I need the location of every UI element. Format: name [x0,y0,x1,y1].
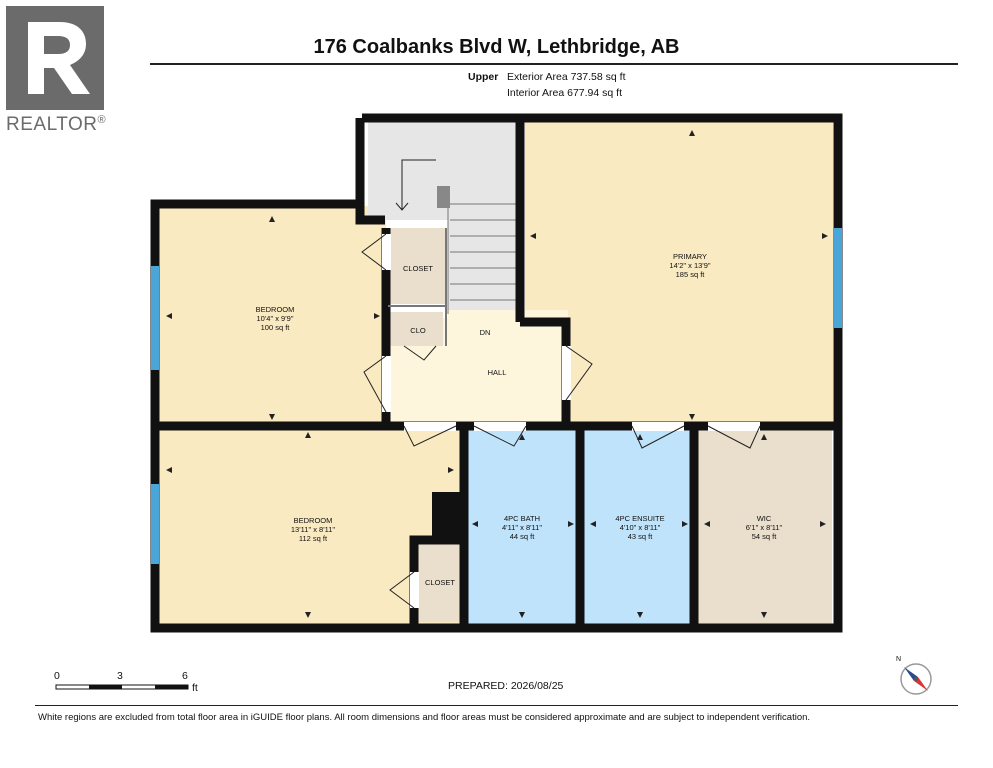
wic-floor [698,428,832,624]
room-label-bath: 4PC BATH 4'11" x 8'11" 44 sq ft [472,514,572,541]
room-dims-bedroom-top: 10'4" x 9'9" [256,314,294,323]
scale-tick-3: 3 [117,670,123,682]
room-name-wic: WIC [756,514,772,523]
room-area-wic: 54 sq ft [751,532,777,541]
scale-unit: ft [192,682,198,694]
footer-rule [35,705,958,706]
title-rule [150,63,958,65]
room-name-bedroom-bottom: BEDROOM [293,516,333,525]
scale-tick-0: 0 [54,670,60,682]
window-bedroom-top [151,266,159,370]
realtor-logo: REALTOR® [6,6,116,135]
realtor-wordmark: REALTOR® [6,114,106,136]
level-label: Upper [468,71,499,83]
prepared-date: PREPARED: 2026/08/25 [448,680,564,692]
door-swings [361,233,761,609]
primary-floor [525,122,833,424]
newel-post [437,186,450,208]
compass-north-label: N [896,656,902,663]
clo-floor [390,312,443,346]
room-label-ensuite: 4PC ENSUITE 4'10" x 8'11" 43 sq ft [590,514,690,541]
realtor-r-icon [28,22,90,94]
room-label-wic: WIC 6'1" x 8'11" 54 sq ft [714,514,814,541]
room-dims-bath: 4'11" x 8'11" [501,523,543,532]
registered-mark: ® [97,114,107,126]
stair-treads [447,188,518,314]
page-title: 176 Coalbanks Blvd W, Lethbridge, AB [313,36,680,58]
room-area-bath: 44 sq ft [509,532,535,541]
room-dims-primary: 14'2" x 13'9" [669,261,711,270]
room-area-bedroom-top: 100 sq ft [260,323,290,332]
disclaimer: White regions are excluded from total fl… [38,712,811,723]
room-dims-bedroom-bottom: 13'11" x 8'11" [290,525,336,534]
wall-block [432,492,464,538]
room-name-bath: 4PC BATH [503,514,541,523]
ensuite-floor [584,428,692,624]
room-name-bedroom-top: BEDROOM [255,305,295,314]
room-label-clo: CLO [410,326,426,335]
stairs-down-label: DN [479,328,491,337]
room-label-closet-bottom: CLOSET [424,578,455,587]
room-area-bedroom-bottom: 112 sq ft [298,534,328,543]
exterior-area: Exterior Area 737.58 sq ft [507,71,626,83]
room-label-closet-top: CLOSET [402,264,433,273]
compass-icon [900,663,932,695]
interior-area: Interior Area 677.94 sq ft [507,87,622,99]
closet-top-floor [388,228,445,304]
realtor-wordmark-text: REALTOR [6,114,98,135]
room-area-primary: 185 sq ft [675,270,705,279]
room-dims-wic: 6'1" x 8'11" [745,523,783,532]
room-label-primary: PRIMARY 14'2" x 13'9" 185 sq ft [630,252,750,279]
stair-direction-arrow [395,159,436,211]
stairs-floor [448,188,520,314]
room-name-primary: PRIMARY [672,252,708,261]
scale-bar [55,684,189,690]
room-label-hall: HALL [487,368,507,377]
room-area-ensuite: 43 sq ft [627,532,653,541]
bedroom-top-floor [158,206,386,424]
window-primary [834,228,842,328]
room-label-bedroom-bottom: BEDROOM 13'11" x 8'11" 112 sq ft [253,516,373,543]
closet-partitions [388,228,447,346]
door-openings [382,234,760,608]
room-dims-ensuite: 4'10" x 8'11" [619,523,661,532]
bath-floor [466,428,576,624]
room-label-bedroom-top: BEDROOM 10'4" x 9'9" 100 sq ft [215,305,335,332]
scale-tick-6: 6 [182,670,188,682]
room-name-ensuite: 4PC ENSUITE [615,514,665,523]
dimension-arrows [166,130,828,618]
closet-bottom-floor [418,542,462,622]
window-bedroom-bottom [151,484,159,564]
